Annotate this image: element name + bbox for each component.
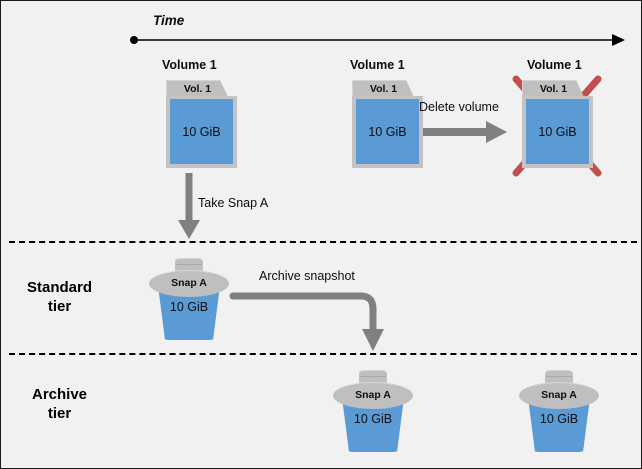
volume-tab-label: Vol. 1 (166, 80, 228, 97)
snapshot-icon-standard: Snap A 10 GiB (149, 258, 229, 342)
volume-body (522, 96, 593, 168)
snapshot-icon-archive-2: Snap A 10 GiB (519, 370, 599, 454)
volume-size-label: 10 GiB (538, 125, 577, 139)
snapshot-name-label: Snap A (171, 277, 207, 289)
snapshot-size-label: 10 GiB (169, 300, 209, 314)
archive-snapshot-arrow (229, 292, 384, 351)
tier-divider-archive (9, 353, 637, 355)
snapshot-knob-line (176, 264, 202, 265)
volume-caption-1: Volume 1 (162, 58, 217, 72)
snapshot-name-label: Snap A (541, 389, 577, 401)
volume-tab-label: Vol. 1 (352, 80, 414, 97)
snapshot-size-label: 10 GiB (539, 412, 579, 426)
volume-body (352, 96, 423, 168)
snapshot-icon-archive-1: Snap A 10 GiB (333, 370, 413, 454)
snapshot-knob-line (546, 376, 572, 377)
time-axis-arrow (130, 34, 625, 46)
snapshot-lid (333, 382, 413, 409)
volume-caption-3: Volume 1 (527, 58, 582, 72)
volume-caption-2: Volume 1 (350, 58, 405, 72)
archive-snapshot-arrow-label: Archive snapshot (259, 269, 355, 283)
take-snapshot-arrow-label: Take Snap A (198, 196, 269, 210)
snapshot-knob-line (360, 376, 386, 377)
delete-volume-arrow (411, 121, 507, 143)
volume-size-label: 10 GiB (368, 125, 407, 139)
volume-size-label: 10 GiB (182, 125, 221, 139)
time-axis-label: Time (153, 13, 185, 28)
snapshot-lid (519, 382, 599, 409)
take-snapshot-arrow (178, 173, 200, 239)
snapshot-name-label: Snap A (355, 389, 391, 401)
volume-tab-label: Vol. 1 (522, 80, 584, 97)
tier-label-archive: Archive tier (31, 386, 88, 422)
tier-label-standard: Standard tier (26, 279, 92, 315)
tier-divider-standard (9, 241, 637, 243)
snapshot-lid (149, 270, 229, 297)
snapshot-size-label: 10 GiB (353, 412, 393, 426)
volume-body (166, 96, 237, 168)
delete-volume-arrow-label: Delete volume (419, 100, 499, 114)
